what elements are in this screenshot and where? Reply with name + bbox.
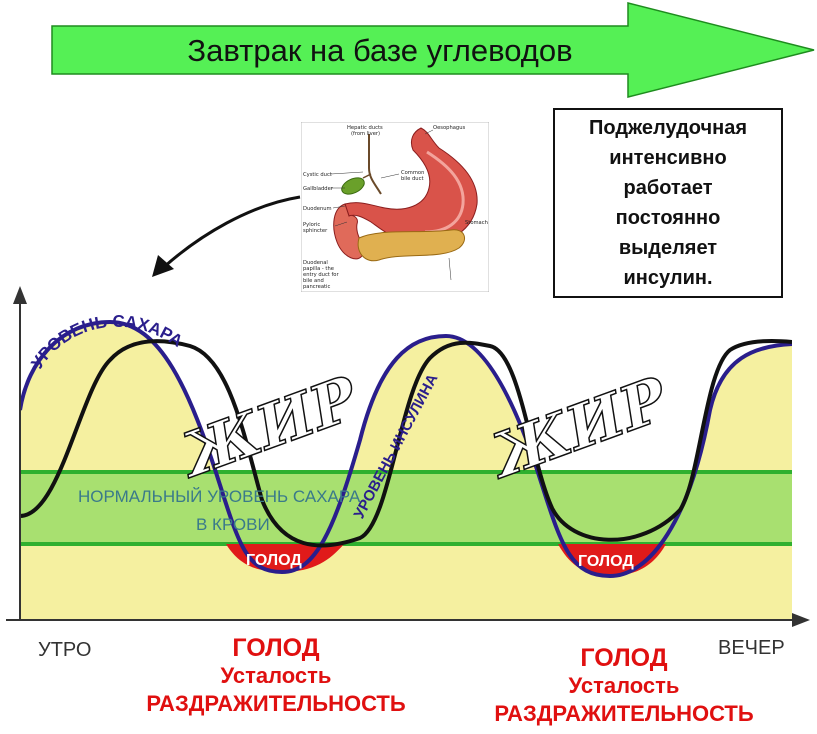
- callout-left-irritability: РАЗДРАЖИТЕЛЬНОСТЬ: [146, 691, 406, 716]
- label-common-bile-duct-2: bile duct: [401, 176, 423, 182]
- label-hepatic-ducts: Hepatic ducts: [347, 125, 383, 131]
- pointer-arrow: [152, 195, 301, 277]
- digestive-anatomy-illustration: Hepatic ducts (from liver) Oesophagus Cy…: [301, 122, 489, 292]
- info-line-1: Поджелудочная: [588, 117, 748, 139]
- label-duodenum: Duodenum: [303, 206, 332, 212]
- page-title: Завтрак на базе углеводов: [187, 33, 573, 68]
- callout-left-hunger: ГОЛОД: [232, 634, 320, 662]
- callout-right-hunger: ГОЛОД: [580, 644, 668, 672]
- insulin-level-curve: [20, 338, 792, 548]
- info-line-6: инсулин.: [623, 267, 713, 289]
- callout-right: ГОЛОД Усталость РАЗДРАЖИТЕЛЬНОСТЬ: [458, 644, 790, 728]
- callout-left-fatigue: Усталость: [220, 663, 332, 688]
- sugar-level-curve: [20, 319, 792, 579]
- x-axis-start-label: УТРО: [38, 639, 91, 660]
- label-oesophagus: Oesophagus: [433, 125, 465, 131]
- label-papilla-2: papilla - the: [303, 266, 334, 272]
- callout-right-irritability: РАЗДРАЖИТЕЛЬНОСТЬ: [494, 701, 754, 726]
- label-cystic-duct: Cystic duct: [303, 172, 332, 178]
- info-line-3: работает: [623, 177, 713, 199]
- label-common-bile-duct: Common: [401, 170, 424, 176]
- label-gallbladder: Gallbladder: [303, 186, 334, 192]
- header-arrow: [51, 2, 815, 98]
- label-stomach: Stomach: [465, 220, 488, 226]
- label-pyloric-2: sphincter: [303, 228, 328, 234]
- header-arrow-shape: [51, 2, 815, 98]
- label-hepatic-ducts-2: (from liver): [351, 131, 380, 137]
- pancreas-info-box: Поджелудочная интенсивно работает постоя…: [553, 108, 783, 298]
- label-papilla-3: entry duct for: [303, 272, 339, 278]
- info-line-4: постоянно: [615, 207, 721, 229]
- x-axis-end-label: ВЕЧЕР: [718, 637, 785, 659]
- normal-band-label-2: В КРОВИ: [196, 515, 270, 534]
- info-line-2: интенсивно: [609, 147, 727, 169]
- info-line-5: выделяет: [618, 237, 718, 259]
- normal-band-label-1: НОРМАЛЬНЫЙ УРОВЕНЬ САХАРА: [78, 487, 361, 506]
- sugar-insulin-graph: УРОВЕНЬ САХАРА УРОВЕНЬ ИНСУЛИНА НОРМАЛЬН…: [6, 286, 810, 660]
- normal-sugar-band: [20, 472, 792, 544]
- label-papilla-5: pancreatic: [303, 284, 330, 290]
- hunger-label-2: ГОЛОД: [578, 553, 634, 570]
- label-papilla-1: Duodenal: [303, 260, 328, 266]
- callout-left: ГОЛОД Усталость РАЗДРАЖИТЕЛЬНОСТЬ: [110, 634, 442, 718]
- callout-right-fatigue: Усталость: [568, 673, 680, 698]
- x-axis-arrowhead: [792, 613, 810, 627]
- y-axis-arrowhead: [13, 286, 27, 304]
- label-papilla-4: bile and: [303, 278, 324, 284]
- hunger-label-1: ГОЛОД: [246, 552, 302, 569]
- label-pyloric: Pyloric: [303, 222, 320, 228]
